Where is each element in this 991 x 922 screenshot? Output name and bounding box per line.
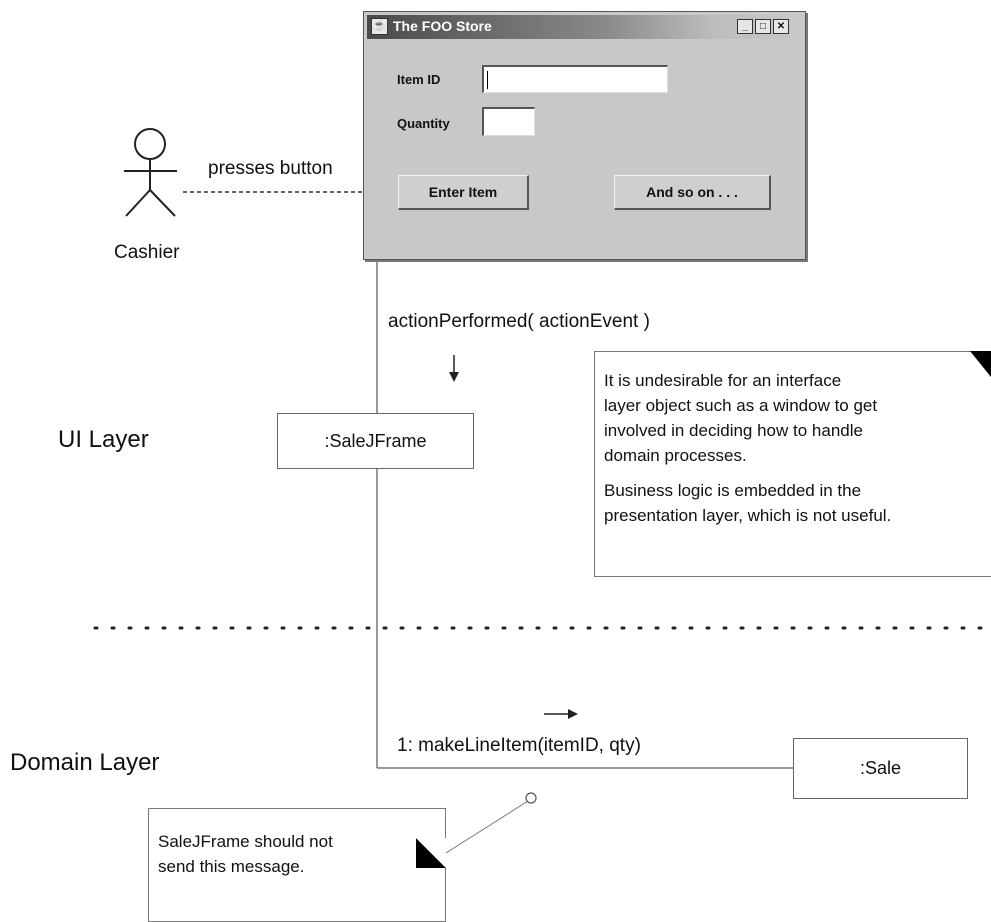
note-line: presentation layer, which is not useful. [604, 506, 892, 525]
quantity-field[interactable] [482, 107, 535, 136]
quantity-label: Quantity [397, 116, 450, 131]
window-title: The FOO Store [393, 18, 492, 34]
enter-item-button[interactable]: Enter Item [398, 175, 529, 210]
presses-button-label: presses button [208, 158, 333, 179]
note-line: domain processes. [604, 446, 747, 465]
foo-store-window: ☕ The FOO Store _ □ ✕ Item ID Quantity E… [363, 11, 806, 260]
note-line: It is undesirable for an interface [604, 371, 842, 390]
note-line: SaleJFrame should not [158, 832, 333, 851]
make-line-item-message: 1: makeLineItem(itemID, qty) [397, 735, 641, 756]
undesirable-note: It is undesirable for an interface layer… [594, 351, 991, 577]
note-corner-fold [970, 351, 991, 377]
should-not-note: SaleJFrame should not send this message. [148, 808, 446, 922]
down-arrowhead [449, 372, 459, 382]
minimize-icon[interactable]: _ [737, 19, 753, 34]
cashier-figure [124, 128, 177, 217]
text-caret [487, 71, 488, 89]
note-line: send this message. [158, 857, 305, 876]
note-anchor-circle [525, 792, 537, 804]
note-line: layer object such as a window to get [604, 396, 878, 415]
item-id-label: Item ID [397, 72, 441, 87]
action-performed-message: actionPerformed( actionEvent ) [388, 311, 650, 332]
domain-layer-label: Domain Layer [10, 749, 160, 776]
app-icon: ☕ [371, 18, 388, 35]
sale-object: :Sale [793, 738, 968, 799]
note-anchor-line [445, 800, 529, 854]
note-line: involved in deciding how to handle [604, 421, 863, 440]
note-line: Business logic is embedded in the [604, 481, 862, 500]
salejframe-object: :SaleJFrame [277, 413, 474, 469]
note-line [604, 468, 991, 478]
and-so-on-button[interactable]: And so on . . . [614, 175, 771, 210]
cashier-label: Cashier [114, 242, 180, 263]
note-corner-fold [416, 838, 446, 868]
maximize-icon[interactable]: □ [755, 19, 771, 34]
right-arrowhead [568, 709, 578, 719]
window-titlebar[interactable]: ☕ The FOO Store _ □ ✕ [367, 15, 802, 39]
close-icon[interactable]: ✕ [773, 19, 789, 34]
item-id-field[interactable] [482, 65, 668, 93]
ui-layer-label: UI Layer [58, 426, 149, 453]
